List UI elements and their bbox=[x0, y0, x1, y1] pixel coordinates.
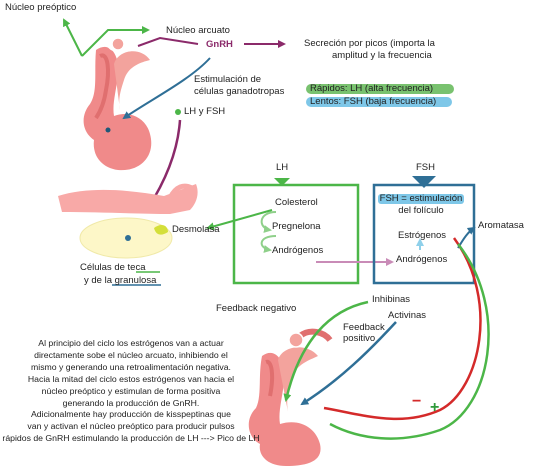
explanation-paragraph: Al principio del ciclo los estrógenos va… bbox=[0, 338, 262, 445]
paragraph-line: Hacia la mitad del ciclo estos estrógeno… bbox=[27, 373, 235, 384]
label-inhibinas: Inhibinas bbox=[372, 294, 411, 305]
label-secrecion-line2: amplitud y la frecuencia bbox=[332, 50, 432, 61]
label-nucleo-preoptico: Núcleo preóptico bbox=[5, 2, 77, 13]
label-colesterol: Colesterol bbox=[275, 197, 318, 208]
ovary-illustration bbox=[58, 183, 198, 259]
feedback-negativo-arrow bbox=[283, 300, 369, 402]
label-fsh-estimulacion-line1: FSH = estimulación bbox=[379, 193, 463, 204]
label-androgenos-fsh: Andrógenos bbox=[396, 254, 448, 265]
fsh-stimulation-highlight bbox=[378, 194, 464, 204]
paragraph-line: mismo y generando una retroalimentación … bbox=[31, 361, 231, 372]
preoptic-arrow-up bbox=[63, 18, 83, 57]
label-androgenos-lh: Andrógenos bbox=[272, 245, 324, 256]
pituitary-gland-top bbox=[83, 37, 152, 171]
colesterol-to-pregnelona-arrow bbox=[260, 211, 277, 233]
label-pregnelona: Pregnelona bbox=[272, 221, 321, 232]
label-activinas: Activinas bbox=[388, 310, 427, 321]
label-rapidos: Rápidos: LH (alta frecuencia) bbox=[310, 83, 434, 94]
label-desmolasa: Desmolasa bbox=[172, 224, 220, 235]
label-aromatasa: Aromatasa bbox=[478, 220, 524, 231]
pregnelona-to-androgenos-arrow bbox=[260, 235, 277, 253]
label-granulosa: granulosa bbox=[114, 275, 157, 286]
arcuate-to-gnrh-line bbox=[137, 36, 199, 47]
lentos-highlight bbox=[306, 97, 452, 107]
label-celulas-line1: Células de teca bbox=[80, 262, 146, 273]
label-minus-sign: − bbox=[412, 393, 422, 410]
label-gnrh: GnRH bbox=[206, 39, 233, 50]
estrogen-negative-feedback-line bbox=[323, 237, 482, 421]
label-celulas-line2: y de la granulosa bbox=[84, 275, 157, 286]
label-feedback-negativo: Feedback negativo bbox=[216, 303, 297, 314]
label-lh-box-title: LH bbox=[276, 162, 289, 173]
lh-to-desmolasa-arrow bbox=[206, 209, 273, 231]
label-estrogenos: Estrógenos bbox=[398, 230, 447, 241]
label-lh-y-fsh: LH y FSH bbox=[184, 106, 226, 117]
label-plus-sign: + bbox=[430, 399, 440, 416]
to-aromatasa-arrow bbox=[457, 226, 476, 249]
gnrh-to-pituitary-arrow bbox=[122, 57, 211, 120]
lh-fsh-bullet bbox=[175, 109, 181, 115]
paragraph-line: Al principio del ciclo los estrógenos va… bbox=[38, 338, 224, 348]
fsh-box-pointer bbox=[412, 176, 436, 188]
paragraph-line: núcleo preóptico y estimulan de forma po… bbox=[41, 385, 221, 396]
feedback-positivo-arrow bbox=[300, 321, 397, 406]
label-estimulacion-line2: células ganadotropas bbox=[194, 86, 285, 97]
preoptic-to-arcuate-arrow bbox=[81, 26, 150, 57]
label-estimulacion-line1: Estimulación de bbox=[194, 74, 262, 85]
paragraph-line: rápidos de GnRH estimulando la producció… bbox=[2, 433, 260, 444]
lh-box bbox=[232, 183, 360, 285]
paragraph-line: van y activan el núcleo preóptico para p… bbox=[27, 421, 235, 432]
label-lentos: Lentos: FSH (baja frecuencia) bbox=[310, 96, 437, 107]
label-teca: teca bbox=[127, 262, 146, 273]
paragraph-line: directamente sobe el núcleo arcuato, inh… bbox=[34, 349, 228, 360]
estrogen-positive-feedback-line bbox=[329, 243, 490, 440]
paragraph-line: Adicionalmente hay producción de kisspep… bbox=[31, 409, 231, 420]
label-feedback-positivo-line1: Feedback bbox=[343, 322, 385, 333]
paragraph-line: generando la producción de GnRH. bbox=[62, 397, 200, 408]
rapidos-highlight bbox=[306, 84, 454, 94]
label-fsh-estimulacion-line2: del folículo bbox=[398, 205, 444, 216]
label-nucleo-arcuato: Núcleo arcuato bbox=[166, 25, 230, 36]
label-secrecion-line1: Secreción por picos (importa la bbox=[304, 38, 435, 49]
label-feedback-positivo-line2: positivo bbox=[343, 333, 376, 344]
lh-box-pointer bbox=[274, 178, 290, 186]
label-fsh-box-title: FSH bbox=[416, 162, 435, 173]
